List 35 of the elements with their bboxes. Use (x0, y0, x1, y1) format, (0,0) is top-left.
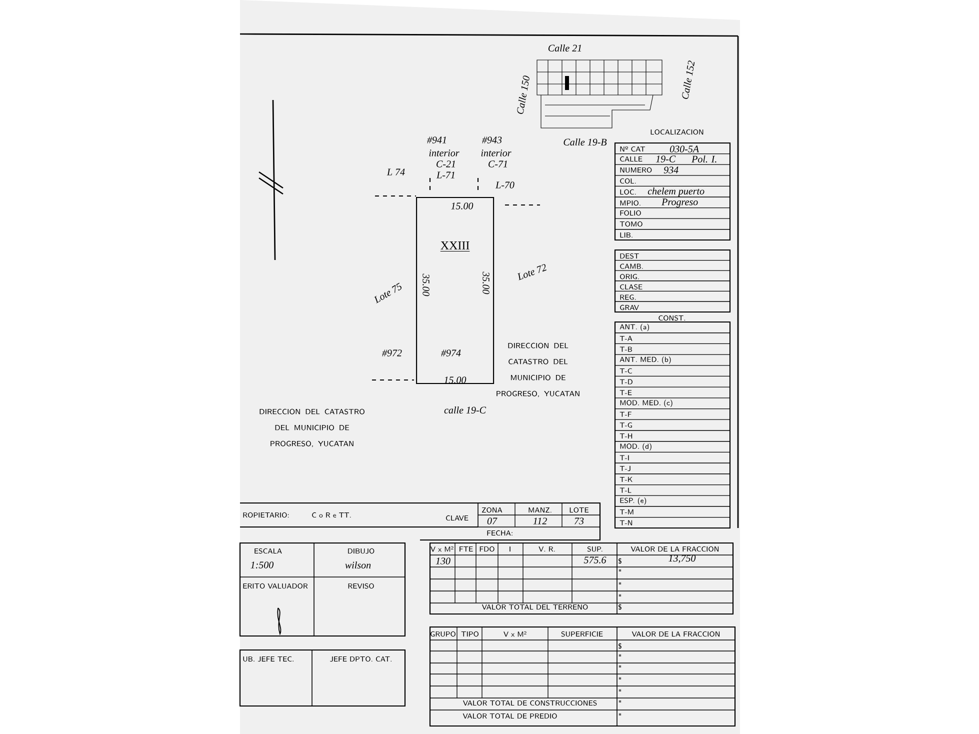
handwritten-entry: wilson (345, 561, 371, 569)
handwritten-entry: Pol. I. (692, 155, 716, 163)
handwritten-note: Lote 75 (374, 282, 402, 304)
handwritten-note: C-71 (488, 160, 507, 168)
handwritten-note: L-71 (436, 172, 454, 178)
handwritten-entry: 130 (436, 558, 450, 564)
handwritten-entry: 575.6 (584, 556, 606, 564)
handwritten-entry: 1:500 (250, 562, 274, 568)
handwritten-note: L-70 (495, 182, 514, 188)
handwritten-note: Lote 72 (518, 264, 546, 280)
street-name: calle 19-C (444, 406, 486, 414)
handwritten-note: interior (481, 150, 512, 156)
handwritten-entry: chelem puerto (648, 187, 704, 197)
dimension-label: 35.00 (422, 274, 430, 296)
dimension-label: 15.00 (451, 202, 474, 210)
handwritten-entry: 07 (487, 518, 498, 524)
lot-number: #941 (427, 136, 446, 144)
handwritten-note: C-21 (436, 160, 455, 168)
street-name: Calle 21 (548, 44, 582, 52)
street-name: Calle 150 (517, 76, 530, 114)
handwritten-entry: 73 (574, 518, 584, 524)
handwritten-entry: 030-5A (670, 146, 700, 152)
handwritten-entry: 112 (533, 518, 547, 524)
dimension-label: 35.00 (482, 272, 490, 294)
lot-number: #972 (382, 350, 402, 356)
handwritten-entry: 13,750 (668, 554, 696, 564)
handwritten-note: interior (429, 150, 460, 156)
street-name: Calle 152 (682, 60, 695, 99)
handwritten-entry: 934 (664, 166, 678, 174)
handwritten-entry: 19-C (656, 156, 676, 162)
handwritten-note: L 74 (386, 168, 405, 176)
handwritten-entry: Progreso (662, 198, 698, 208)
lot-number: #943 (482, 136, 502, 144)
lot-number: #974 (441, 350, 461, 356)
street-name: Calle 19-B (564, 138, 607, 146)
